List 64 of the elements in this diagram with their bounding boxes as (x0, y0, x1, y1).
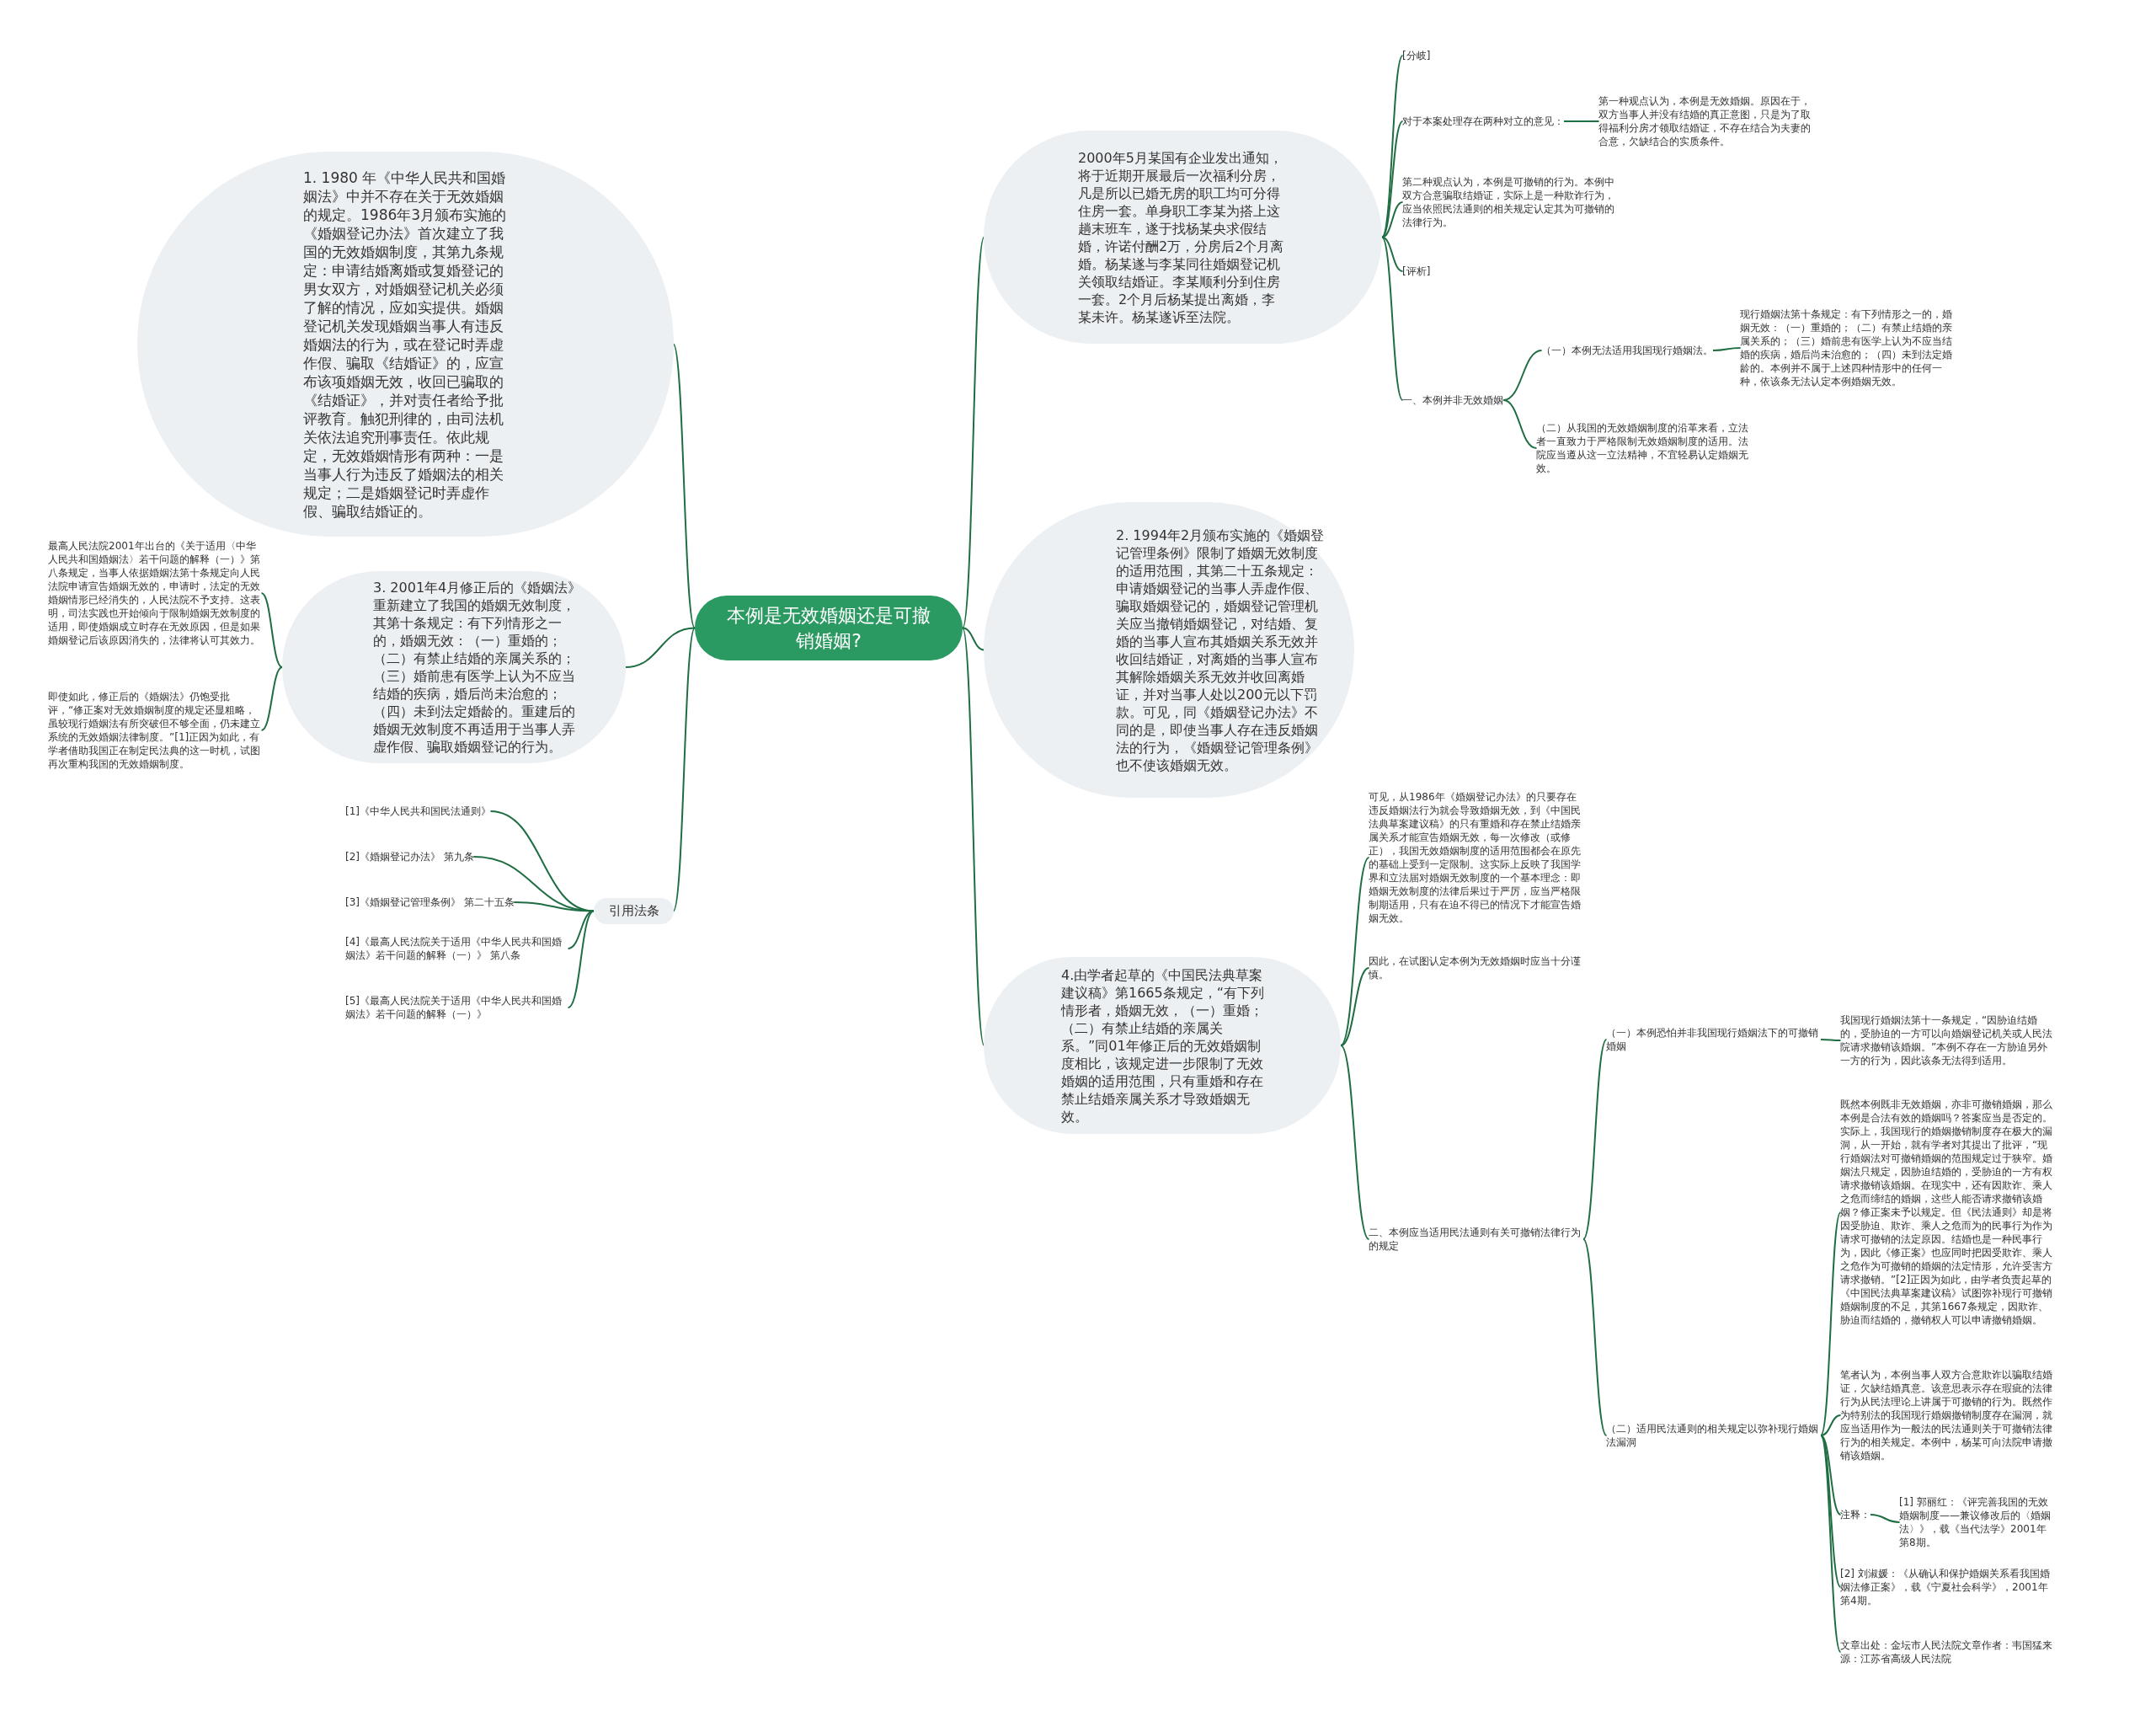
branch-text: [3]《婚姻登记管理条例》 第二十五条 (345, 895, 515, 909)
central-topic: 本例是无效婚姻还是可撤销婚姻? (695, 596, 963, 660)
branch-text: 可见，从1986年《婚姻登记办法》的只要存在违反婚姻法行为就会导致婚姻无效，到《中国民法典草案建议稿》的只有重婚和存在禁止结婚亲属关系才能宣告婚姻无效，每一次修改（或修正），我国无效婚姻制度的适用范围都会在原先的基础上受到一定限制。这实际上反映了我国学界和立法届对婚姻无效制度的一个基本理念：即婚姻无效制度的法律后果过于严厉，应当严格限制期适用，只有在迫不得已的情况下才能宣告婚姻无效。 (1369, 790, 1583, 925)
connector-line (513, 901, 595, 912)
connector-line (1582, 1238, 1608, 1436)
connector-line (1381, 120, 1404, 238)
connector-line (1820, 1435, 1842, 1516)
connector-line (624, 627, 696, 668)
branch-text: 即使如此，修正后的《婚姻法》仍饱受批评，“修正案对无效婚姻制度的规定还显粗略，虽较现行婚姻法有所突破但不够全面，仍未建立系统的无效婚姻法律制度。”[1]正因为如此，有学者借助我国正在制定民法典的这一时机，试图再次重构我国的无效婚姻制度。 (48, 690, 262, 771)
topic-bubble: 1. 1980 年《中华人民共和国婚姻法》中并不存在关于无效婚姻的规定。1986年3月颁布实施的《婚姻登记办法》首次建立了我国的无效婚姻制度，其第九条规定：申请结婚离婚或复婚登记的男女双方，对婚姻登记机关必须了解的情况，应如实提供。婚姻登记机关发现婚姻当事人有违反婚姻法的行为，或在登记时弄虚作假、骗取《结婚证》的，应宣布该项婚姻无效，收回已骗取的《结婚证》，并对责任者给予批评教育。触犯刑律的，由司法机关依法追究刑事责任。依此规定，无效婚姻情形有两种：一是当事人行为违反了婚姻法的相关规定；二是婚姻登记时弄虚作假、骗取结婚证的。 (137, 152, 674, 537)
connector-line (1340, 967, 1370, 1046)
branch-text: 第一种观点认为，本例是无效婚姻。原因在于，双方当事人并没有结婚的真正意图，只是为了取得福利分房才领取结婚证，不存在结合为夫妻的合意，欠缺结合的实质条件。 (1598, 94, 1813, 148)
topic-bubble: 2000年5月某国有企业发出通知，将于近期开展最后一次福利分房，凡是所以已婚无房的职工均可分得住房一套。单身职工李某为搭上这趟末班车，遂于找杨某央求假结婚，许诺付酬2万，分房后2个月离婚。杨某遂与李某同往婚姻登记机关领取结婚证。李某顺利分到住房一套。2个月后杨某提出离婚，李某未许。杨某遂诉至法院。 (984, 131, 1382, 344)
branch-text: [2] 刘淑媛：《从确认和保护婚姻关系看我国婚姻法修正案》，载《宁夏社会科学》，2001年第4期。 (1840, 1567, 2052, 1607)
branch-text: （二）从我国的无效婚姻制度的沿革来看，立法者一直致力于严格限制无效婚姻制度的适用。法院应当遵从这一立法精神，不宜轻易认定婚姻无效。 (1536, 421, 1751, 475)
branch-text: [评析] (1402, 265, 1431, 278)
branch-text: 最高人民法院2001年出台的《关于适用〈中华人民共和国婚姻法〉若干问题的解释（一）》第八条规定，当事人依据婚姻法第十条规定向人民法院申请宣告婚姻无效的，申请时，法定的无效婚姻情形已经消失的，人民法院不予支持。这表明，司法实践也开始倾向于限制婚姻无效制度的适用，即使婚姻成立时存在无效原因，但是如果婚姻登记后该原因消失的，法律将认可其效力。 (48, 539, 262, 647)
branch-text: 注释： (1840, 1508, 1870, 1521)
connector-line (260, 666, 283, 731)
branch-text: 现行婚姻法第十条规定：有下列情形之一的，婚姻无效：（一）重婚的；（二）有禁止结婚的亲属关系的；（三）婚前患有医学上认为不应当结婚的疾病，婚后尚未治愈的；（四）未到法定婚龄的。本例并不属于上述四种情形中的任何一种，依该条无法认定本例婚姻无效。 (1740, 307, 1961, 388)
topic-bubble: 4.由学者起草的《中国民法典草案建议稿》第1665条规定，“有下列情形者，婚姻无效，（一）重婚；（二）有禁止结婚的亲属关系。”同01年修正后的无效婚姻制度相比，该规定进一步限制了无效婚姻的适用范围，只有重婚和存在禁止结婚亲属关系才导致婚姻无效。 (984, 957, 1341, 1134)
branch-text: 笔者认为，本例当事人双方合意欺诈以骗取结婚证，欠缺结婚真意。该意思表示存在瑕疵的法律行为从民法理论上讲属于可撤销的行为。既然作为特别法的我国现行婚姻撤销制度存在漏洞，就应当适用作为一般法的民法通则关于可撤销法律行为的相关规定。本例中，杨某可向法院申请撤销该婚姻。 (1840, 1368, 2052, 1462)
connector-line (1820, 1039, 1842, 1041)
connector-line (962, 236, 985, 629)
branch-text: 对于本案处理存在两种对立的意见： (1402, 115, 1564, 128)
connector-line (1563, 120, 1600, 122)
branch-text: （二）适用民法通则的相关规定以弥补现行婚姻法漏洞 (1606, 1422, 1821, 1449)
branch-text: 一、本例并非无效婚姻 (1402, 393, 1503, 407)
branch-text: 二、本例应当适用民法通则有关可撤销法律行为的规定 (1369, 1226, 1583, 1253)
branch-text: 文章出处：金坛市人民法院文章作者：韦国猛来源：江苏省高级人民法院 (1840, 1638, 2052, 1665)
branch-text: [1]《中华人民共和国民法通则》 (345, 805, 491, 818)
connector-line (1712, 347, 1742, 351)
connector-line (1381, 236, 1404, 401)
connector-line (1381, 236, 1404, 272)
connector-line (1502, 399, 1538, 449)
branch-text: 因此，在试图认定本例为无效婚姻时应当十分谨慎。 (1369, 954, 1583, 981)
branch-text: [分岐] (1402, 49, 1431, 62)
branch-text: （一）本例恐怕并非我国现行婚姻法下的可撤销婚姻 (1606, 1026, 1821, 1053)
branch-text: [4]《最高人民法院关于适用《中华人民共和国婚姻法》若干问题的解释（一）》 第八条 (345, 935, 568, 962)
connector-line (672, 627, 696, 912)
branch-text: 第二种观点认为，本例是可撤销的行为。本例中双方合意骗取结婚证，实际上是一种欺诈行为，应当依照民法通则的相关规定认定其为可撤销的法律行为。 (1402, 175, 1617, 229)
connector-line (1820, 1414, 1842, 1436)
connector-line (1820, 1435, 1842, 1653)
branch-text: [2]《婚姻登记办法》 第九条 (345, 850, 474, 863)
connector-line (1820, 1435, 1842, 1588)
branch-text: 我国现行婚姻法第十一条规定，“因胁迫结婚的，受胁迫的一方可以向婚姻登记机关或人民法院请求撤销该婚姻。”本例不存在一方胁迫另外一方的行为，因此该条无法得到适用。 (1840, 1013, 2052, 1067)
connector-line (1820, 1211, 1842, 1436)
topic-pill: 引用法条 (594, 898, 674, 924)
topic-bubble: 3. 2001年4月修正后的《婚姻法》重新建立了我国的婚姻无效制度，其第十条规定：有下列情形之一的，婚姻无效：（一）重婚的；（二）有禁止结婚的亲属关系的；（三）婚前患有医学上认为不应当结婚的疾病，婚后尚未治愈的；（四）未到法定婚龄的。重建后的婚姻无效制度不再适用于当事人弄虚作假、骗取婚姻登记的行为。 (282, 571, 626, 763)
connector-line (1381, 201, 1404, 238)
connector-line (260, 592, 283, 668)
branch-text: [1] 郭丽红：《评完善我国的无效婚姻制度——兼议修改后的〈婚姻法〉》，载《当代法学》2001年第8期。 (1899, 1495, 2052, 1549)
branch-text: 既然本例既非无效婚姻，亦非可撤销婚姻，那么本例是合法有效的婚姻吗？答案应当是否定的。实际上，我国现行的婚姻撤销制度存在极大的漏洞，从一开始，就有学者对其提出了批评，“现行婚姻法对可撤销婚姻的范围规定过于狭窄。婚姻法只规定，因胁迫结婚的，受胁迫的一方有权请求撤销该婚姻。在现实中，还有因欺诈、乘人之危而缔结的婚姻，这些人能否请求撤销该婚姻？修正案未予以规定。但《民法通则》却是将因受胁迫、欺诈、乘人之危而为的民事行为作为请求可撤销的法定原因。结婚也是一种民事行为，因此《修正案》也应同时把因受欺诈、乘人之危作为可撤销的婚姻的法定情形，允许受害方请求撤销。”[2]正因为如此，由学者负责起草的《中国民法典草案建议稿》试图弥补现行可撤销婚姻制度的不足，其第1667条规定，因欺诈、胁迫而结婚的，撤销权人可以申请撤销婚姻。 (1840, 1098, 2052, 1327)
connector-line (962, 627, 985, 1046)
branch-text: [5]《最高人民法院关于适用《中华人民共和国婚姻法》若干问题的解释（一）》 (345, 994, 568, 1021)
connector-line (567, 910, 595, 1008)
connector-line (962, 627, 985, 651)
connector-line (1582, 1039, 1608, 1240)
connector-line (672, 343, 696, 629)
connector-line (1340, 1045, 1370, 1240)
connector-line (1870, 1514, 1901, 1523)
topic-bubble: 2. 1994年2月颁布实施的《婚姻登记管理条例》限制了婚姻无效制度的适用范围，其第二十五条规定：申请婚姻登记的当事人弄虚作假、骗取婚姻登记的，婚姻登记管理机关应当撤销婚姻登记，对结婚、复婚的当事人宣布其婚姻关系无效并收回结婚证，对离婚的当事人宣布其解除婚姻关系无效并收回离婚证，并对当事人处以200元以下罚款。可见，同《婚姻登记办法》不同的是，即使当事人存在违反婚姻法的行为，《婚姻登记管理条例》也不使该婚姻无效。 (984, 502, 1354, 798)
branch-text: （一）本例无法适用我国现行婚姻法。 (1541, 344, 1713, 357)
connector-line (1340, 857, 1370, 1046)
